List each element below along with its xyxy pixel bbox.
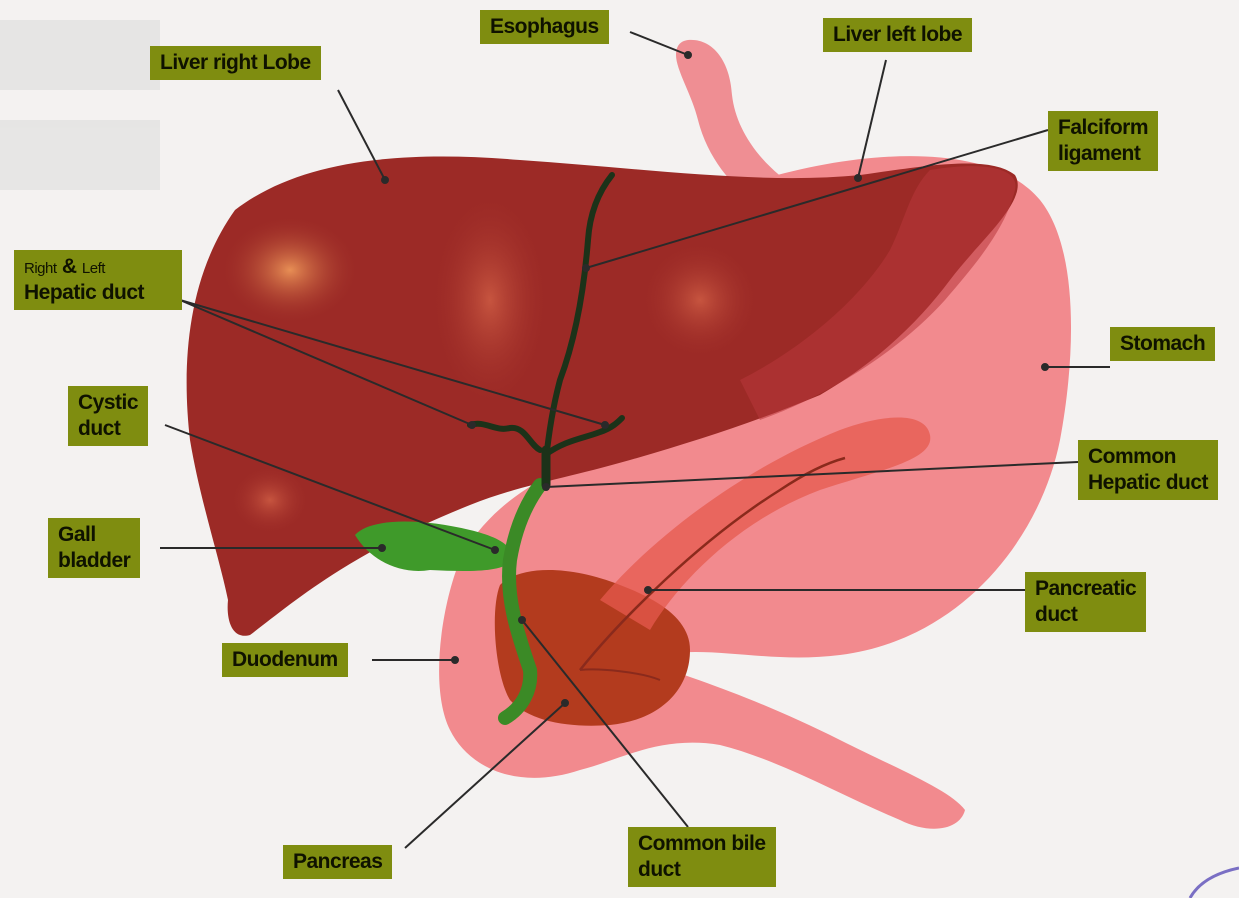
label-falciform-line2: ligament [1058,141,1148,167]
label-pancreatic-duct: Pancreatic duct [1025,572,1146,632]
label-common-bile-line2: duct [638,857,766,883]
label-gall-bladder: Gall bladder [48,518,140,578]
label-pancreatic-line1: Pancreatic [1035,576,1136,602]
leader-arrowhead [379,545,385,551]
label-cystic-line2: duct [78,416,138,442]
label-common-hepatic-line2: Hepatic duct [1088,470,1208,496]
stamp-fragment [1190,868,1239,898]
leader-arrowhead [855,175,861,181]
leader-arrowhead [1042,364,1048,370]
label-hepatic-right: Right [24,260,57,277]
label-pancreas: Pancreas [283,845,392,879]
leader-arrowhead [685,52,691,58]
liver-highlight [430,190,550,410]
label-hepatic-line2: Hepatic duct [24,280,172,306]
liver-highlight [220,215,360,325]
label-liver-right-lobe: Liver right Lobe [150,46,321,80]
label-falciform-line1: Falciform [1058,115,1148,141]
label-duodenum: Duodenum [222,643,348,677]
leader-arrowhead [543,484,549,490]
label-common-hepatic-line1: Common [1088,444,1208,470]
leader-arrowhead [602,422,608,428]
leader-esophagus [630,32,688,55]
leader-arrowhead [562,700,568,706]
label-hepatic-left: Left [82,260,105,277]
label-common-bile-duct: Common bile duct [628,827,776,887]
leader-arrowhead [452,657,458,663]
background-ghost-text [0,20,160,190]
leader-arrowhead [469,422,475,428]
label-common-bile-line1: Common bile [638,831,766,857]
label-cystic-line1: Cystic [78,390,138,416]
liver-highlight [640,240,760,360]
label-falciform-ligament: Falciform ligament [1048,111,1158,171]
label-hepatic-duct: Right & Left Hepatic duct [14,250,182,310]
leader-arrowhead [645,587,651,593]
label-cystic-duct: Cystic duct [68,386,148,446]
label-liver-left-lobe: Liver left lobe [823,18,972,52]
label-common-hepatic-duct: Common Hepatic duct [1078,440,1218,500]
label-gall-line2: bladder [58,548,130,574]
leader-arrowhead [382,177,388,183]
label-gall-line1: Gall [58,522,130,548]
leader-arrowhead [583,265,589,271]
label-stomach: Stomach [1110,327,1215,361]
label-esophagus: Esophagus [480,10,609,44]
label-pancreatic-line2: duct [1035,602,1136,628]
label-hepatic-amp: & [62,255,77,278]
leader-arrowhead [492,547,498,553]
label-hepatic-line1: Right & Left [24,254,172,280]
leader-arrowhead [519,617,525,623]
